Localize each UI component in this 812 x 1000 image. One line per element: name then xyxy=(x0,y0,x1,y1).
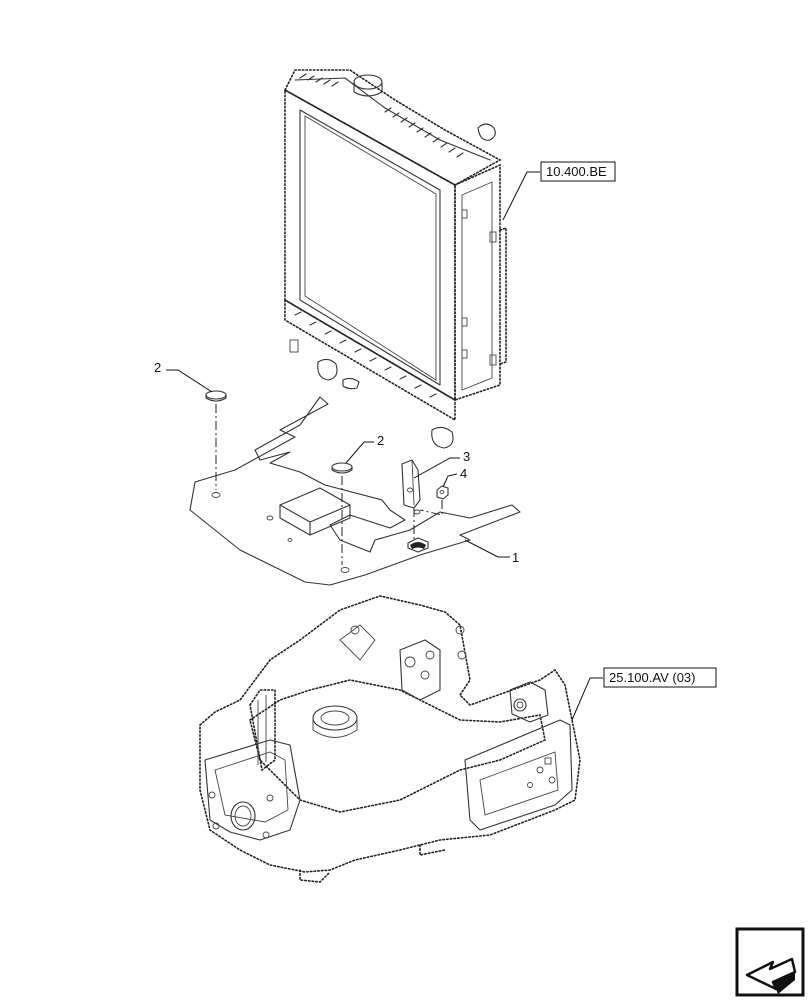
bracket xyxy=(401,459,421,509)
callout-3: 3 xyxy=(463,449,470,464)
nut xyxy=(436,485,449,500)
front-frame xyxy=(199,595,581,883)
callout-1: 1 xyxy=(512,550,519,565)
ref-box-radiator[interactable]: 10.400.BE xyxy=(540,161,616,182)
leader-3 xyxy=(413,457,460,479)
ref-box-frame[interactable]: 25.100.AV (03) xyxy=(603,667,717,688)
leader-2-center xyxy=(345,441,374,464)
center-line-nut xyxy=(419,500,443,516)
next-page-arrow-icon[interactable] xyxy=(735,927,805,997)
mounting-plate xyxy=(189,396,521,586)
ref-frame-text: 25.100.AV (03) xyxy=(609,670,695,685)
callout-2-left: 2 xyxy=(154,360,161,375)
leader-1 xyxy=(464,539,510,558)
callout-4: 4 xyxy=(460,466,467,481)
rubber-pad-center xyxy=(331,462,353,474)
radiator-assembly xyxy=(283,69,507,449)
leader-2-left xyxy=(166,369,213,393)
leader-4 xyxy=(442,473,458,488)
rubber-pad-left xyxy=(205,390,227,402)
ref-radiator-text: 10.400.BE xyxy=(546,164,607,179)
leader-ref-radiator xyxy=(502,171,540,221)
leader-ref-frame xyxy=(571,677,603,721)
callout-2-center: 2 xyxy=(377,433,384,448)
